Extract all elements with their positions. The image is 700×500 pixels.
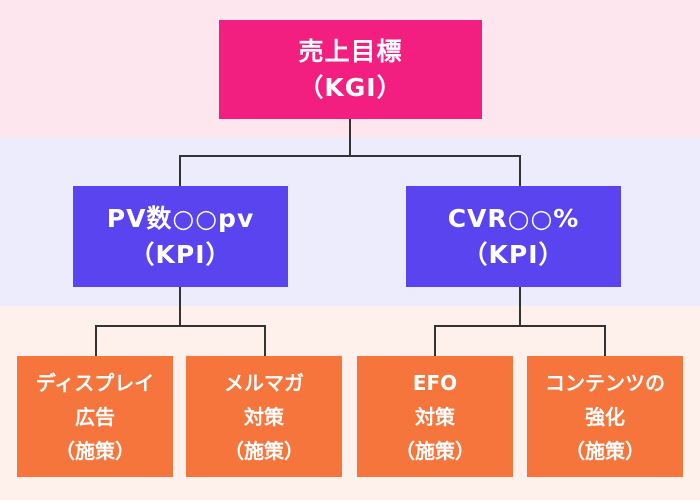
measure-efo-line1: EFO [412,370,458,395]
measure-newsletter-line1: メルマガ [224,370,304,395]
kpi-cvr-tag: （KPI） [462,239,565,269]
measure-display-ads-tag: （施策） [55,438,135,463]
measure-efo-line2: 対策 [415,404,455,429]
kgi-to-kpi-connector [179,119,521,186]
measure-box-content: コンテンツの 強化 （施策） [527,356,683,477]
kgi-box: 売上目標 （KGI） [219,20,482,119]
measure-newsletter-line2: 対策 [244,404,284,429]
measure-box-display-ads: ディスプレイ 広告 （施策） [17,356,173,477]
measure-content-line2: 強化 [585,404,625,429]
measure-box-newsletter: メルマガ 対策 （施策） [186,356,342,477]
measure-content-line1: コンテンツの [545,370,665,395]
kpi-right-to-measures-connector [434,287,606,356]
kgi-title: 売上目標 [298,36,403,66]
kpi-box-pv: PV数○○pv （KPI） [73,186,288,287]
kpi-cvr-title: CVR○○% [447,203,580,233]
measure-newsletter-tag: （施策） [224,438,304,463]
kpi-pv-tag: （KPI） [129,239,232,269]
measure-content-tag: （施策） [565,438,645,463]
measure-display-ads-line2: 広告 [75,404,115,429]
measure-display-ads-line1: ディスプレイ [35,370,155,395]
measure-box-efo: EFO 対策 （施策） [357,356,513,477]
kpi-box-cvr: CVR○○% （KPI） [406,186,621,287]
measure-efo-tag: （施策） [395,438,475,463]
kpi-left-to-measures-connector [95,287,266,356]
kgi-tag: （KGI） [298,72,403,102]
kpi-pv-title: PV数○○pv [106,203,255,233]
